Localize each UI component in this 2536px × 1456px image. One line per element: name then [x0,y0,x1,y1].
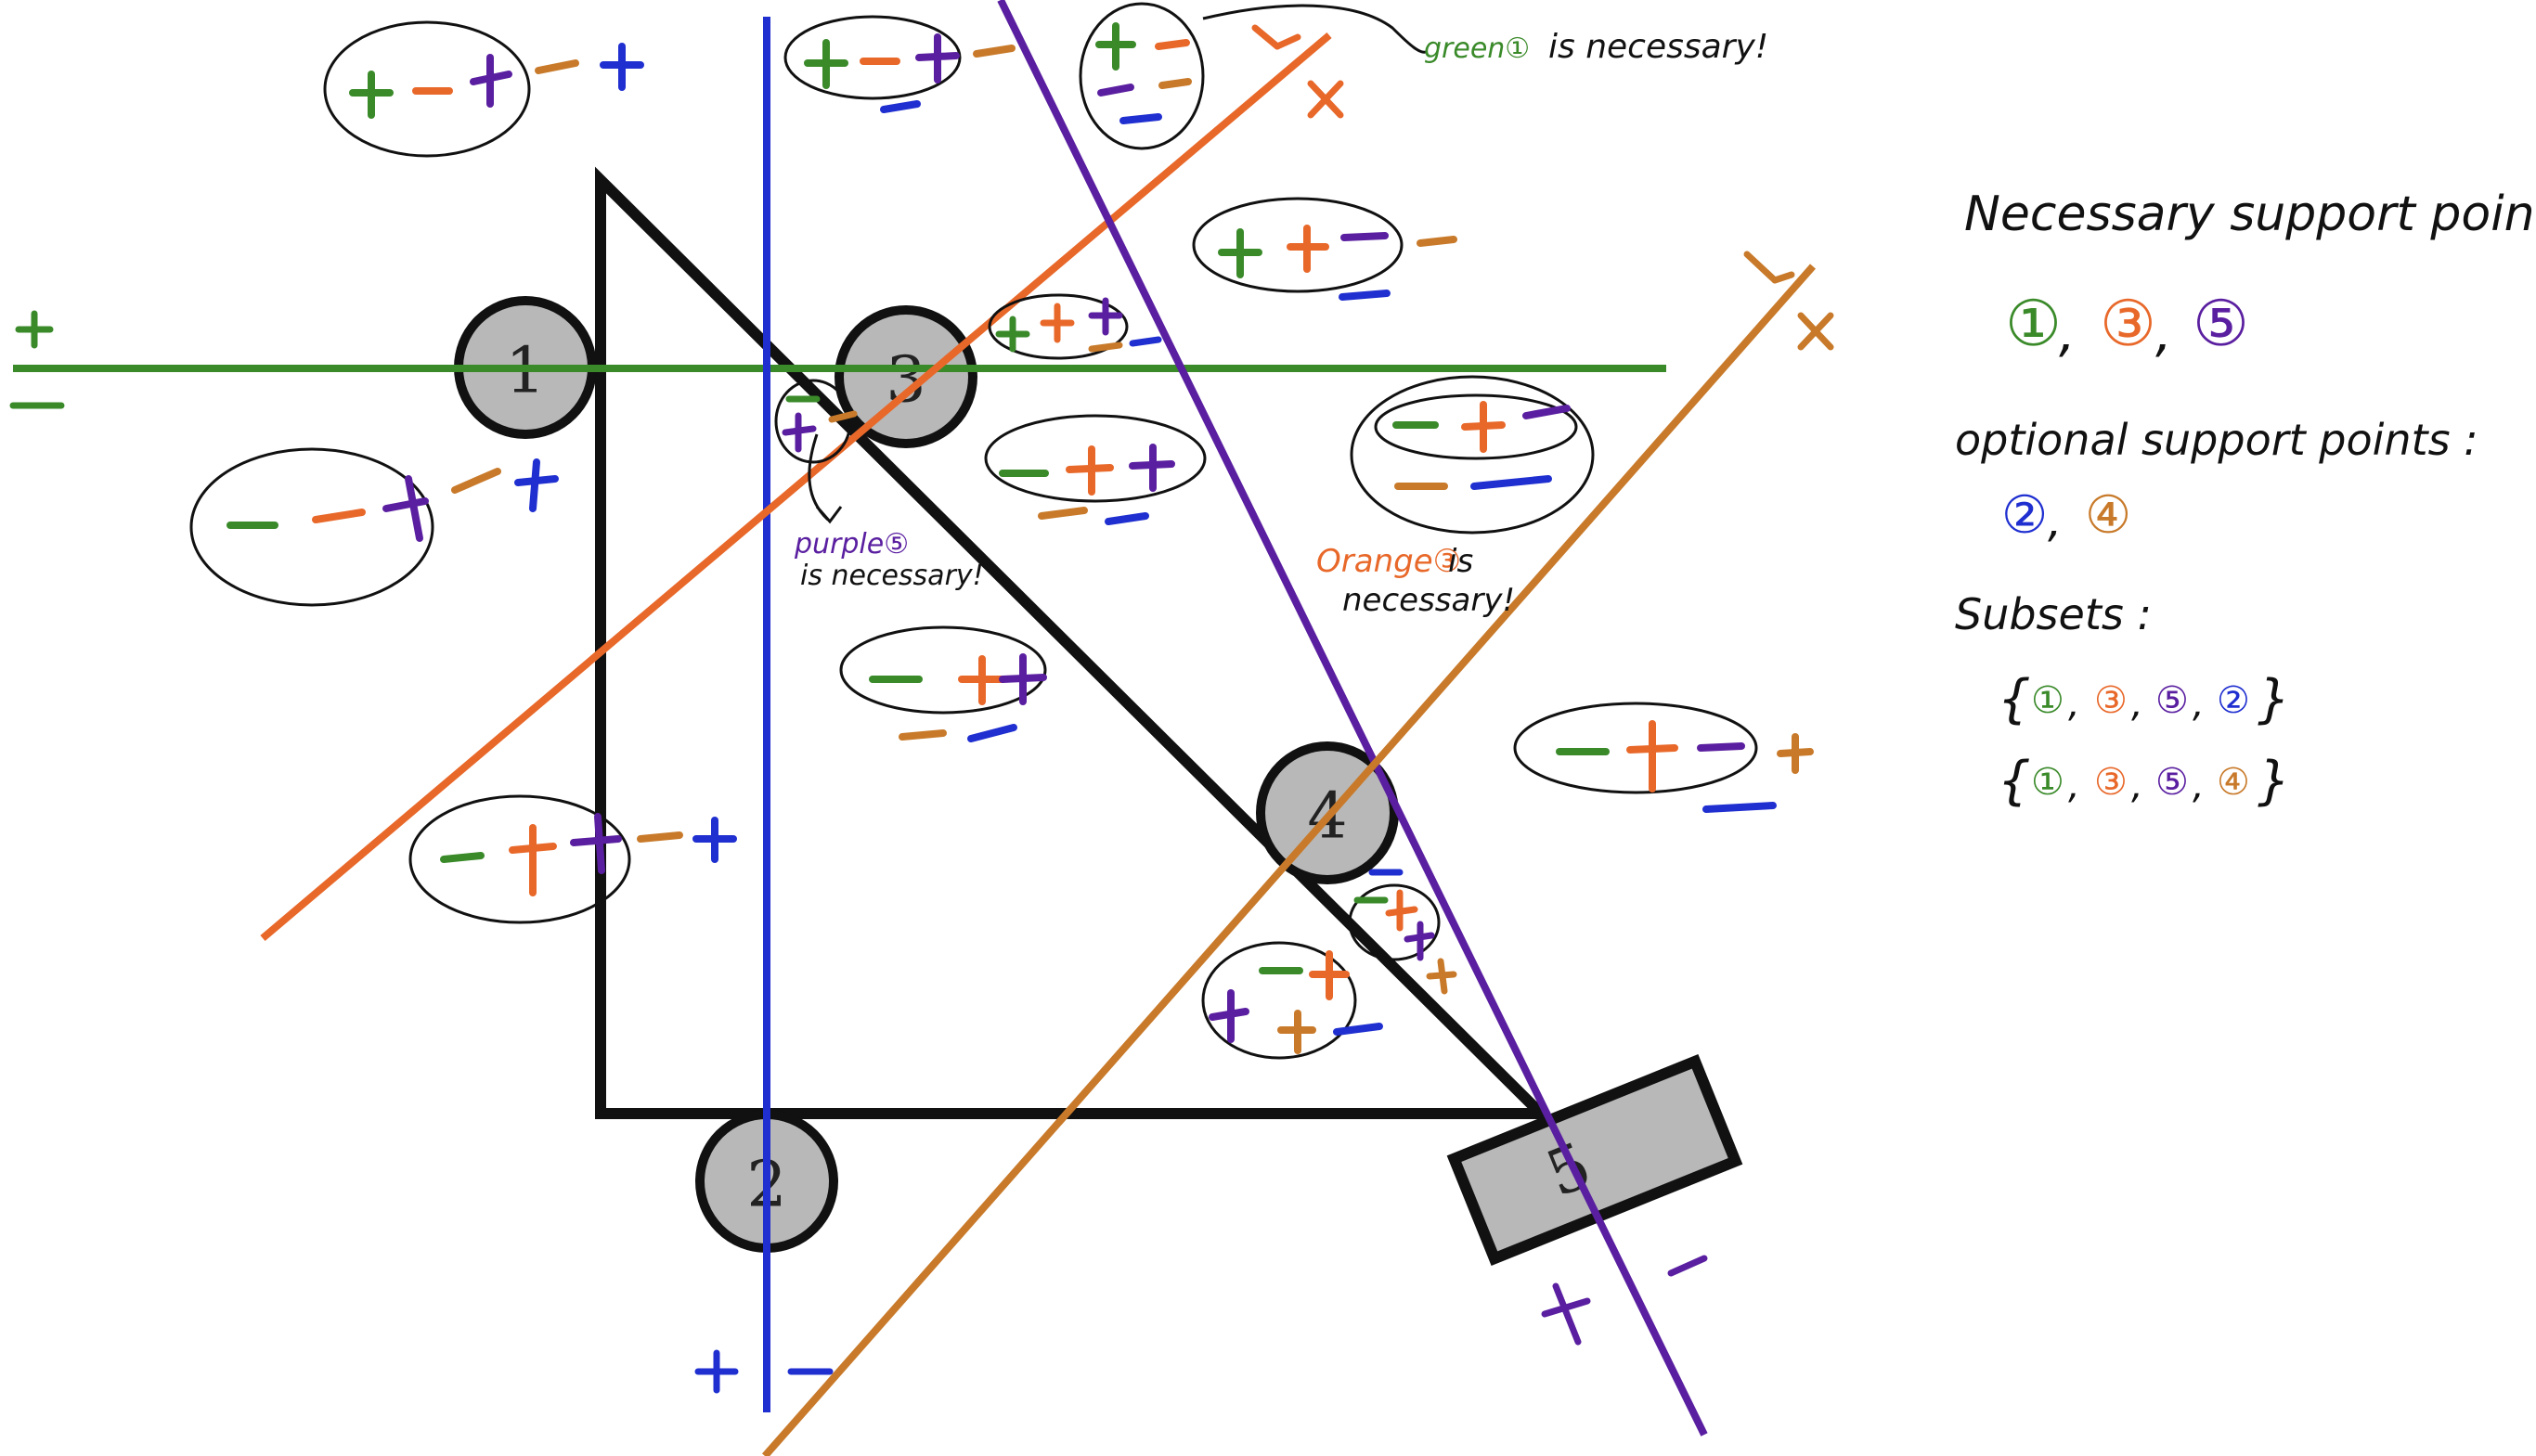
orange-line [260,32,1332,942]
subset-1-sep-3: , [2193,683,2205,726]
optional-item-1: ② [2001,485,2048,546]
subset-1-item-4: ② [2217,679,2250,722]
region-blob-upper-mid-right [1192,197,1457,301]
necessary-items: ① , ③ , ⑤ [2005,288,2249,364]
subset-2-item-1: ① [2031,761,2064,804]
subset-2-open-brace: { [1998,751,2031,811]
region-blob-top-middle [783,15,1016,113]
region-blob-near-3 [988,293,1162,360]
subset-1-open-brace: { [1998,669,2031,729]
purple-note-text: is necessary! [800,560,984,592]
subset-2-sep-2: , [2131,765,2143,807]
subset-2-close-brace: } [2258,751,2291,811]
subset-2-sep-3: , [2193,765,2205,807]
subset-1-item-1: ① [2031,679,2064,722]
subsets-title: Subsets : [1955,589,2152,639]
necessary-item-3: ⑤ [2193,288,2249,361]
brown-line [761,264,1817,1456]
blue-line-signs [694,1349,834,1394]
purple-note-leader [808,433,843,524]
subset-1: { ① , ③ , ⑤ , ② } [1998,669,2291,729]
orange-note-label: Orange③ [1316,543,1461,580]
green-note-text: is necessary! [1548,28,1768,66]
green-line-signs [9,310,65,409]
green-note-leader [1202,4,1427,54]
subset-1-sep-1: , [2068,683,2080,726]
optional-sep-1: , [2048,496,2062,548]
region-blob-left-mid [189,447,559,607]
region-blob-triangle-inner [839,625,1047,742]
region-blob-far-right [1513,702,1814,813]
region-blob-mid-center [984,414,1207,525]
orange-note-text-is: is [1448,543,1473,580]
necessary-item-1: ① [2005,288,2062,361]
subset-2-sep-1: , [2068,765,2080,807]
purple-line [997,0,1708,1437]
necessary-sep-1: , [2059,303,2076,364]
orange-line-signs [1251,24,1344,119]
region-blob-small-blue-corner [774,379,858,464]
support-5: 5 [1446,1053,1743,1267]
subset-1-sep-2: , [2131,683,2143,726]
purple-line-signs [1541,1255,1708,1346]
support-3: 3 [835,305,977,448]
subset-1-close-brace: } [2258,669,2291,729]
necessary-sep-2: , [2155,303,2172,364]
subset-2: { ① , ③ , ⑤ , ④ } [1998,751,2291,811]
brown-line-signs [1743,251,1834,351]
optional-item-2: ④ [2085,485,2131,546]
subset-2-item-2: ③ [2094,761,2128,804]
region-blob-bottom-right [1201,941,1383,1060]
optional-title: optional support points : [1955,415,2478,465]
necessary-title: Necessary support points : [1964,187,2536,242]
necessary-item-2: ③ [2100,288,2156,361]
region-blob-bottom-left [408,794,737,924]
region-blob-top-right [1079,2,1205,150]
subset-2-item-3: ⑤ [2155,761,2189,804]
subset-2-item-4: ④ [2217,761,2250,804]
orange-note-text: necessary! [1342,582,1515,619]
subset-1-item-3: ⑤ [2155,679,2189,722]
region-blob-below-4-small [1348,869,1457,995]
subset-1-item-2: ③ [2094,679,2128,722]
green-note-label: green① [1424,32,1530,65]
region-blob-top-left [323,20,644,158]
optional-items: ② , ④ [2001,485,2131,548]
purple-note-label: purple⑤ [794,528,909,560]
region-blob-right-box [1350,375,1595,535]
